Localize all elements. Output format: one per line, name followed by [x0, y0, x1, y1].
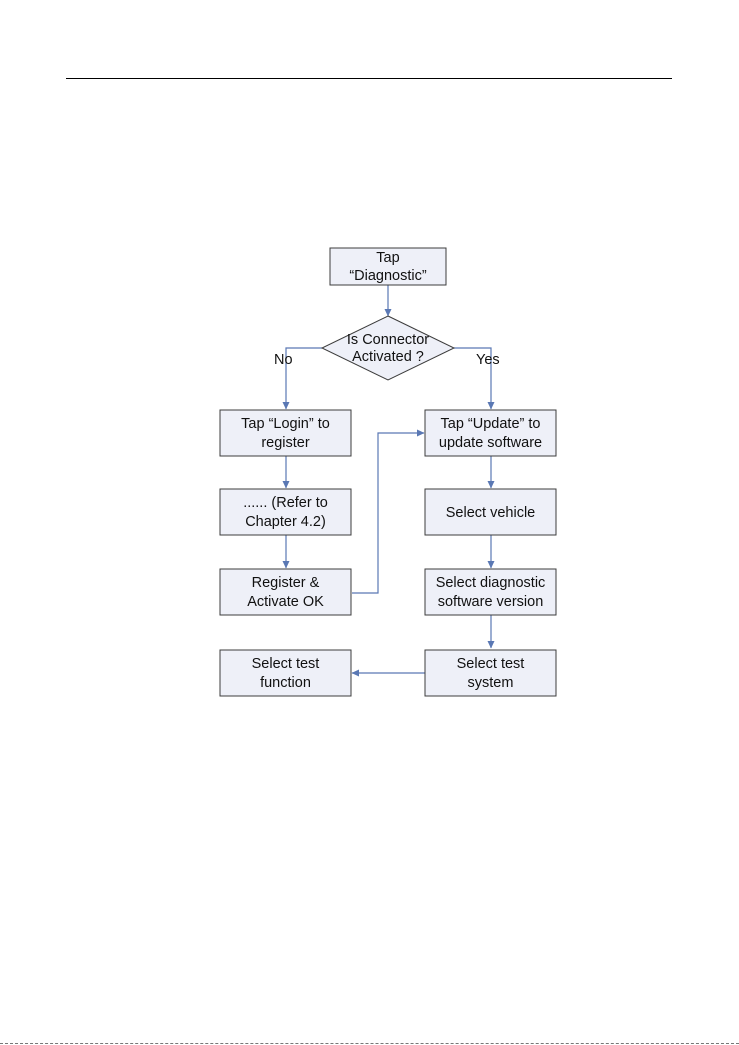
node-start-line-1: Tap [376, 250, 399, 266]
node-system-line-2: system [468, 675, 514, 691]
node-register-line-2: Activate OK [247, 594, 324, 610]
node-decision-line-2: Activated ? [352, 349, 424, 365]
node-refer-line-2: Chapter 4.2) [245, 514, 326, 530]
node-system-line-1: Select test [457, 656, 525, 672]
branch-label-yes: Yes [476, 352, 500, 368]
node-login-line-2: register [261, 435, 310, 451]
node-function-line-2: function [260, 675, 311, 691]
node-register-line-1: Register & [252, 575, 320, 591]
branch-label-no: No [274, 352, 293, 368]
node-update-line-1: Tap “Update” to [441, 416, 541, 432]
node-version-line-1: Select diagnostic [436, 575, 546, 591]
node-version-line-2: software version [438, 594, 544, 610]
node-function-line-1: Select test [252, 656, 320, 672]
node-update-line-2: update software [439, 435, 542, 451]
node-refer: ...... (Refer to Chapter 4.2) [220, 489, 351, 535]
node-vehicle-line-1: Select vehicle [446, 505, 535, 521]
node-register: Register & Activate OK [220, 569, 351, 615]
node-start: Tap “Diagnostic” [330, 248, 446, 285]
node-version: Select diagnostic software version [425, 569, 556, 615]
node-vehicle: Select vehicle [425, 489, 556, 535]
footer-rule [0, 1043, 739, 1044]
edge-register-to-update [352, 433, 424, 593]
node-function: Select test function [220, 650, 351, 696]
node-login-line-1: Tap “Login” to [241, 416, 330, 432]
node-start-line-2: “Diagnostic” [349, 268, 427, 284]
node-login: Tap “Login” to register [220, 410, 351, 456]
node-decision: Is Connector Activated ? [322, 316, 454, 380]
node-decision-line-1: Is Connector [347, 332, 429, 348]
node-system: Select test system [425, 650, 556, 696]
node-update: Tap “Update” to update software [425, 410, 556, 456]
node-refer-line-1: ...... (Refer to [243, 495, 328, 511]
